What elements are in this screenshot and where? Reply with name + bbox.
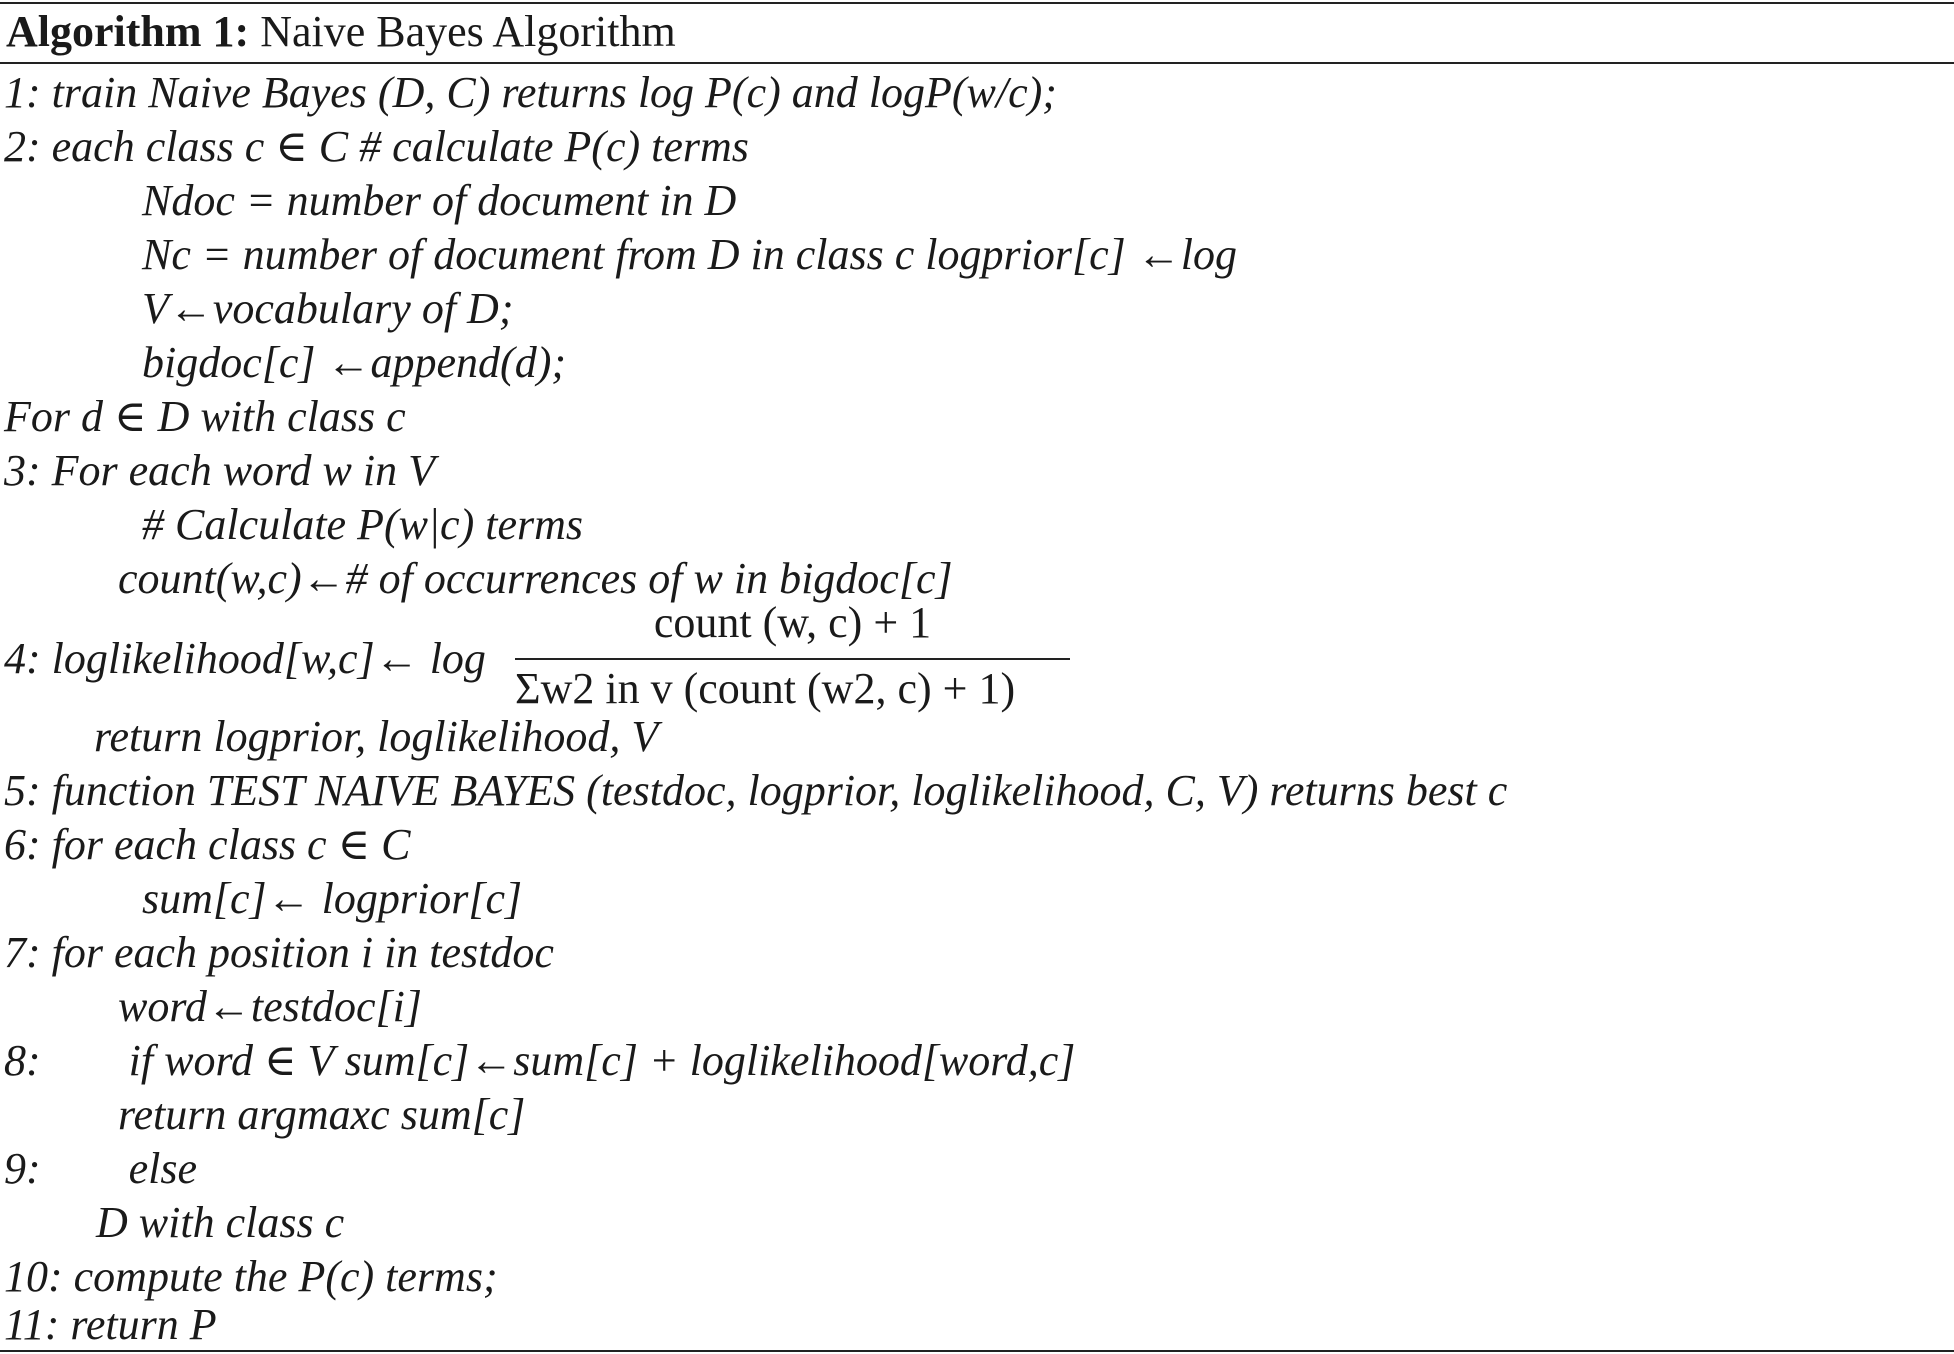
algo-line-19: return argmaxc sum[c]	[118, 1090, 526, 1139]
algo-line-3: Ndoc = number of document in D	[142, 176, 737, 225]
likelihood-fraction: count (w, c) + 1 Σw2 in v (count (w2, c)…	[515, 596, 1070, 720]
algo-line-6: bigdoc[c] ←append(d);	[142, 338, 567, 387]
header-rule	[0, 62, 1954, 64]
algorithm-title: Naive Bayes Algorithm	[260, 7, 676, 56]
algo-line-22: 10: compute the P(c) terms;	[4, 1252, 498, 1301]
algorithm-label: Algorithm 1:	[6, 7, 250, 56]
fraction-bar	[515, 658, 1070, 660]
algo-line-12: return logprior, loglikelihood, V	[94, 712, 659, 761]
algo-line-2: 2: each class c ∈ C # calculate P(c) ter…	[4, 122, 749, 171]
algo-line-13: 5: function TEST NAIVE BAYES (testdoc, l…	[4, 766, 1508, 815]
algo-line-21: D with class c	[96, 1198, 345, 1247]
algo-line-11: 4: loglikelihood[w,c]← log	[4, 634, 486, 683]
algo-line-16: 7: for each position i in testdoc	[4, 928, 554, 977]
algo-line-8: 3: For each word w in V	[4, 446, 435, 495]
algorithm-header: Algorithm 1: Naive Bayes Algorithm	[6, 6, 676, 58]
algo-line-4: Nc = number of document from D in class …	[142, 230, 1237, 279]
algo-line-10: count(w,c)←# of occurrences of w in bigd…	[118, 554, 953, 603]
algo-line-15: sum[c]← logprior[c]	[142, 874, 523, 923]
algo-line-7: For d ∈ D with class c	[4, 392, 406, 441]
fraction-numerator: count (w, c) + 1	[653, 598, 932, 647]
fraction-denominator: Σw2 in v (count (w2, c) + 1)	[515, 664, 1016, 713]
algo-line-5: V←vocabulary of D;	[142, 284, 514, 333]
algo-line-18: 8: if word ∈ V sum[c]←sum[c] + loglikeli…	[4, 1036, 1076, 1085]
algo-line-23: 11: return P	[4, 1300, 217, 1349]
bottom-rule	[0, 1350, 1954, 1352]
algo-line-14: 6: for each class c ∈ C	[4, 820, 411, 869]
algo-line-9: # Calculate P(w|c) terms	[142, 500, 584, 549]
algo-line-1: 1: train Naive Bayes (D, C) returns log …	[4, 68, 1057, 117]
top-rule	[0, 2, 1954, 4]
algo-line-17: word←testdoc[i]	[118, 982, 422, 1031]
algo-line-20: 9: else	[4, 1144, 198, 1193]
